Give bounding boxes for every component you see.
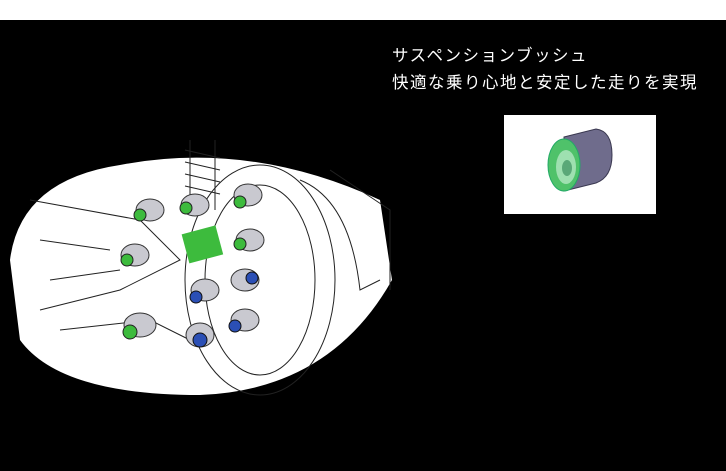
heading: サスペンションブッシュ 快適な乗り心地と安定した走りを実現 bbox=[392, 42, 698, 96]
suspension-illustration bbox=[0, 140, 400, 404]
heading-line2: 快適な乗り心地と安定した走りを実現 bbox=[392, 73, 698, 92]
bushing-product-image bbox=[504, 115, 656, 214]
top-band bbox=[0, 0, 726, 20]
bushings bbox=[120, 183, 265, 348]
heading-line1: サスペンションブッシュ bbox=[392, 46, 589, 65]
